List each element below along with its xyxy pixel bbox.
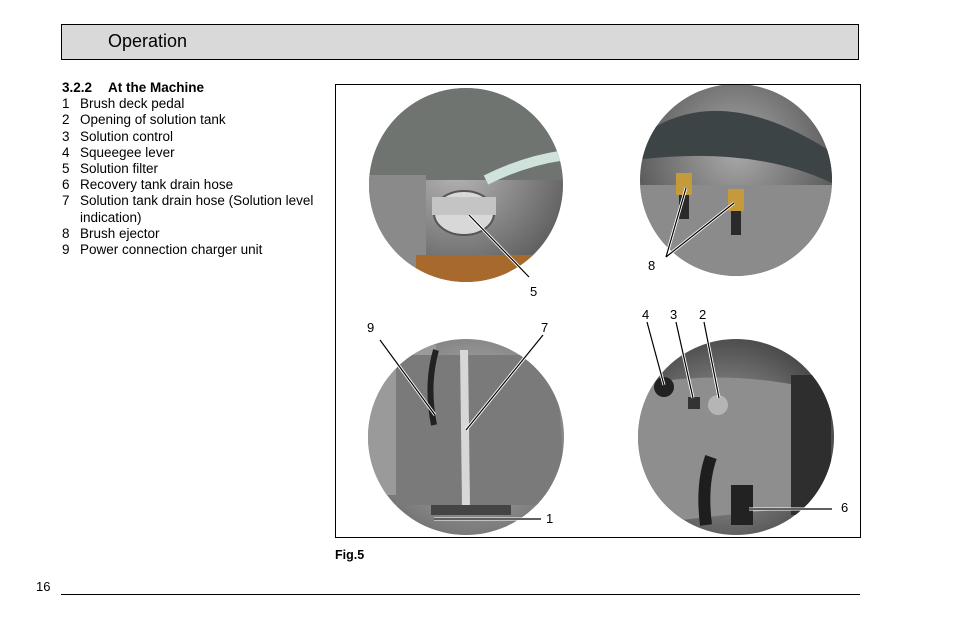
callout-1: 1	[546, 511, 553, 526]
legend-number: 3	[62, 128, 70, 144]
legend-number: 1	[62, 96, 70, 112]
callout-7: 7	[541, 320, 548, 335]
callout-5: 5	[530, 284, 537, 299]
callout-2: 2	[699, 307, 706, 322]
callout-3: 3	[670, 307, 677, 322]
legend-text: Solution control	[80, 128, 174, 144]
legend-number: 2	[62, 112, 70, 128]
callout-9: 9	[367, 320, 374, 335]
header-title: Operation	[108, 31, 188, 51]
legend-item: 4 Squeegee lever	[62, 145, 322, 161]
section-heading: 3.2.2 At the Machine	[62, 80, 322, 96]
section-number: 3.2.2	[62, 80, 93, 95]
legend-item: 1 Brush deck pedal	[62, 96, 322, 112]
leader-lines	[379, 187, 832, 520]
legend-number: 8	[62, 225, 70, 241]
photo-solution-filter	[369, 88, 563, 282]
legend-number: 5	[62, 161, 70, 177]
legend-text: Power connection charger unit	[80, 242, 263, 258]
legend-item: 6 Recovery tank drain hose	[62, 177, 322, 193]
photo-hoses	[368, 339, 564, 535]
callout-6: 6	[841, 500, 848, 515]
footer-rule	[61, 594, 860, 595]
callout-8: 8	[648, 258, 655, 273]
legend-text: Squeegee lever	[80, 144, 175, 160]
legend-number: 4	[62, 144, 70, 160]
callout-4: 4	[642, 307, 649, 322]
legend-item: 2 Opening of solution tank	[62, 112, 322, 128]
legend-text: Opening of solution tank	[80, 112, 226, 128]
legend-text: Solution tank drain hose (Solution level…	[80, 193, 314, 225]
legend-text: Brush deck pedal	[80, 96, 185, 112]
legend-item: 9 Power connection charger unit	[62, 242, 322, 258]
legend-item: 5 Solution filter	[62, 161, 322, 177]
legend-text: Brush ejector	[80, 225, 160, 241]
section-header-bar: Operation	[61, 24, 859, 60]
photo-tank-top	[638, 339, 834, 535]
legend-number: 7	[62, 193, 70, 209]
section-title: At the Machine	[108, 80, 205, 95]
figure-photos: 5 8 9 7 4 3 2 1 6	[367, 85, 848, 535]
legend-item: 7 Solution tank drain hose (Solution leve…	[62, 193, 322, 225]
legend-text: Solution filter	[80, 161, 159, 177]
legend-number: 9	[62, 242, 70, 258]
figure-caption: Fig.5	[335, 548, 365, 562]
legend-text: Recovery tank drain hose	[80, 177, 234, 193]
page-number: 16	[36, 579, 51, 594]
figure-frame: 5 8 9 7 4 3 2 1 6	[335, 84, 861, 538]
legend-item: 3 Solution control	[62, 129, 322, 145]
legend-number: 6	[62, 177, 70, 193]
legend-item: 8 Brush ejector	[62, 226, 322, 242]
